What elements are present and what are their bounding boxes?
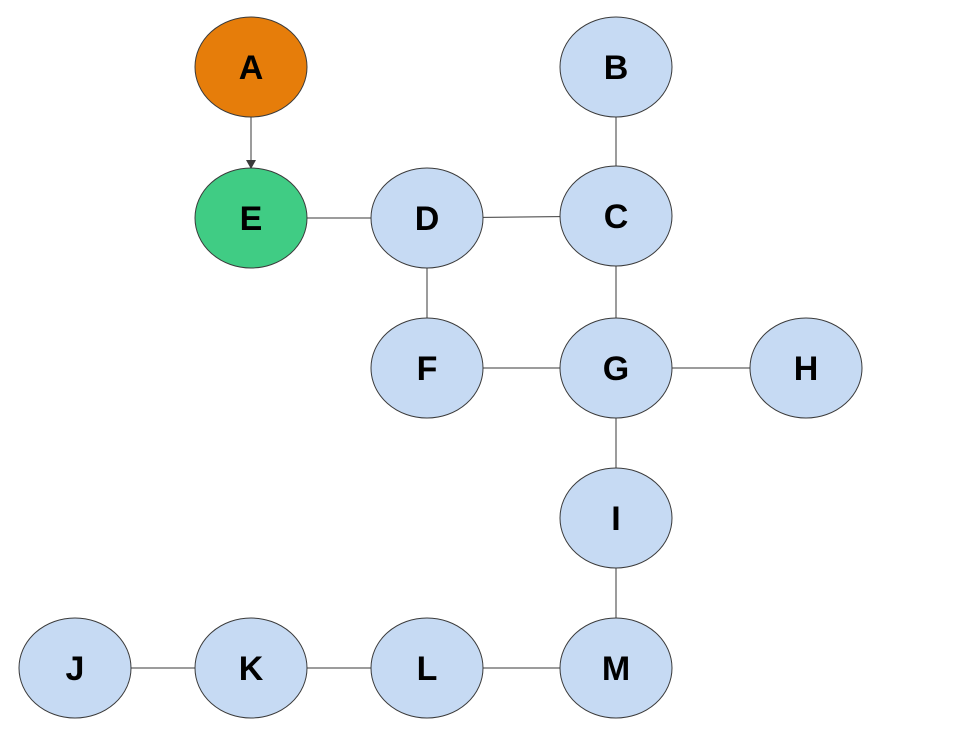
node-c-circle (559, 165, 673, 267)
node-d-label: D (415, 200, 440, 238)
node-k: K (194, 617, 308, 719)
node-e: E (194, 167, 308, 269)
edges-layer (131, 117, 750, 669)
node-b-label: B (604, 49, 629, 87)
node-d: D (370, 167, 484, 269)
node-h: H (749, 317, 863, 419)
node-a: A (194, 16, 308, 118)
node-m-label: M (602, 650, 630, 688)
node-g-label: G (603, 350, 629, 388)
node-d-circle (370, 167, 484, 269)
node-f-label: F (417, 350, 438, 388)
node-a-label: A (239, 49, 264, 87)
node-b: B (559, 16, 673, 118)
node-h-circle (749, 317, 863, 419)
node-j-label: J (66, 650, 85, 688)
node-f: F (370, 317, 484, 419)
node-i-circle (559, 467, 673, 569)
edge-d-c (482, 216, 561, 218)
node-j-circle (18, 617, 132, 719)
node-i-label: I (611, 500, 620, 538)
node-f-circle (370, 317, 484, 419)
node-k-circle (194, 617, 308, 719)
node-j: J (18, 617, 132, 719)
node-a-circle (194, 16, 308, 118)
node-l: L (370, 617, 484, 719)
node-c: C (559, 165, 673, 267)
node-l-label: L (417, 650, 438, 688)
node-k-label: K (239, 650, 264, 688)
node-m-circle (559, 617, 673, 719)
node-b-circle (559, 16, 673, 118)
node-l-circle (370, 617, 484, 719)
node-g-circle (559, 317, 673, 419)
node-c-label: C (604, 198, 629, 236)
node-e-circle (194, 167, 308, 269)
nodes-layer: A B E D C F G H I J K L M (18, 16, 863, 719)
node-i: I (559, 467, 673, 569)
node-g: G (559, 317, 673, 419)
node-m: M (559, 617, 673, 719)
node-h-label: H (794, 350, 819, 388)
node-e-label: E (240, 200, 263, 238)
